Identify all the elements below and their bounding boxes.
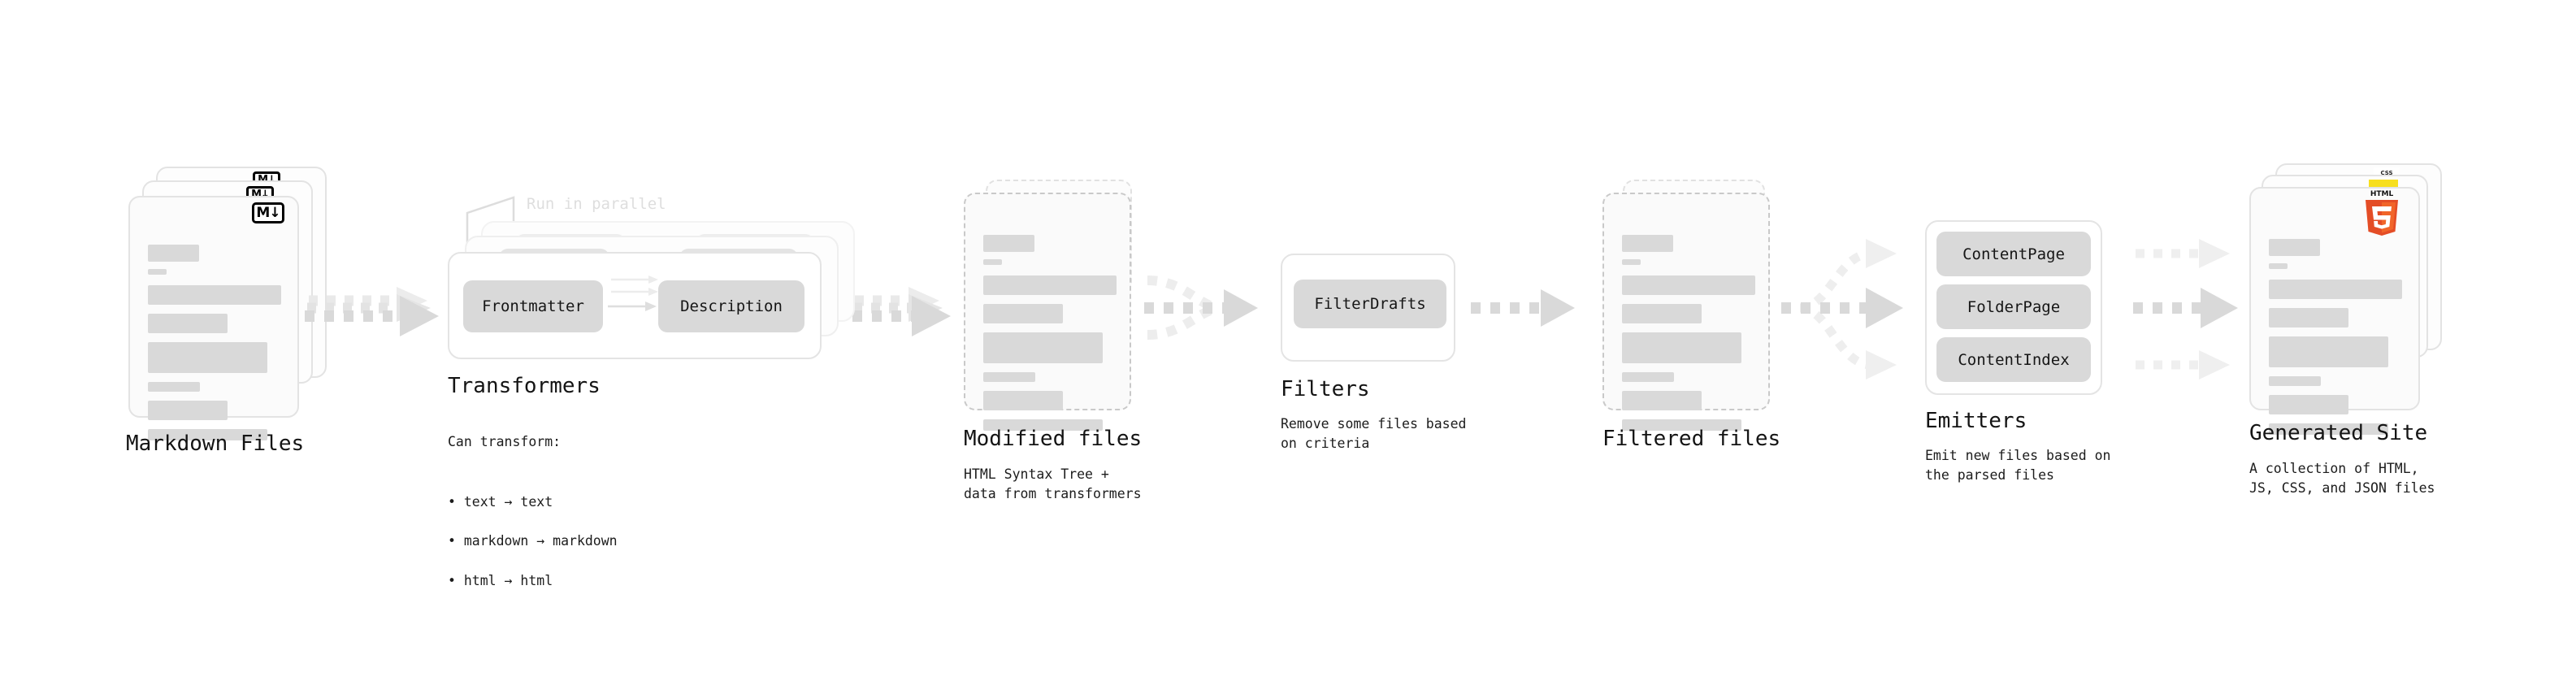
skeleton-bar — [983, 332, 1103, 363]
skeleton-bar — [2269, 239, 2320, 256]
arrow-emitters-to-site — [2133, 239, 2238, 380]
stage-caption-transformers: Can transform: • text → text • markdown … — [448, 413, 618, 631]
file-skeleton-bars — [2269, 239, 2402, 442]
transformer-chip-frontmatter[interactable]: Frontmatter — [463, 280, 603, 332]
arrow-filtered-to-emitters — [1781, 239, 1903, 380]
stage-title-filtered-files: Filtered files — [1602, 427, 1781, 451]
skeleton-bar — [1622, 304, 1702, 323]
skeleton-bar — [2269, 395, 2348, 414]
skeleton-bar — [983, 304, 1063, 323]
skeleton-bar — [983, 391, 1063, 410]
skeleton-bar — [148, 245, 199, 262]
skeleton-bar — [1622, 259, 1641, 265]
skeleton-bar — [1622, 332, 1741, 363]
run-in-parallel-label: Run in parallel — [527, 195, 666, 213]
stage-title-filters: Filters — [1281, 377, 1370, 401]
arrow-modified-to-filters — [1144, 275, 1258, 340]
stage-title-modified-files: Modified files — [964, 427, 1143, 451]
transformers-bullet-item: • text → text — [448, 493, 553, 510]
markdown-file-card-front — [128, 196, 299, 440]
skeleton-bar — [2269, 263, 2288, 269]
markdown-badge: M↓ — [252, 202, 284, 223]
arrow-filters-to-filtered — [1471, 289, 1575, 327]
skeleton-bar — [1622, 372, 1674, 382]
skeleton-bar — [148, 342, 267, 373]
transformer-chip-description[interactable]: Description — [658, 280, 804, 332]
emitter-chip-folderpage[interactable]: FolderPage — [1936, 284, 2091, 329]
emitter-chip-contentindex[interactable]: ContentIndex — [1936, 337, 2091, 382]
skeleton-bar — [1622, 419, 1741, 431]
skeleton-bar — [983, 259, 1002, 265]
skeleton-bar — [148, 314, 228, 333]
stage-caption-modified-files: HTML Syntax Tree + data from transformer… — [964, 466, 1142, 502]
emitter-chip-contentpage[interactable]: ContentPage — [1936, 232, 2091, 276]
stage-title-emitters: Emitters — [1925, 409, 2027, 433]
file-skeleton-bars — [983, 235, 1117, 438]
filtered-file-card-front — [1602, 193, 1770, 431]
file-skeleton-bars — [148, 245, 281, 448]
skeleton-bar — [148, 401, 228, 420]
stage-title-markdown-files: Markdown Files — [126, 432, 305, 456]
skeleton-bar — [983, 372, 1035, 382]
filter-chip-filterdrafts[interactable]: FilterDrafts — [1294, 280, 1446, 328]
skeleton-bar — [148, 382, 200, 392]
skeleton-bar — [148, 269, 167, 275]
skeleton-bar — [2269, 336, 2388, 367]
skeleton-bar — [983, 275, 1117, 295]
skeleton-bar — [983, 235, 1034, 252]
generated-site-card-front — [2249, 187, 2420, 435]
stage-caption-emitters: Emit new files based on the parsed files — [1925, 448, 2111, 484]
transformers-caption-lead: Can transform: — [448, 434, 562, 450]
skeleton-bar — [1622, 391, 1702, 410]
transformers-bullet-item: • markdown → markdown — [448, 533, 618, 549]
skeleton-bar — [2269, 376, 2321, 386]
skeleton-bar — [148, 429, 267, 440]
stage-caption-filters: Remove some files based on criteria — [1281, 416, 1467, 452]
skeleton-bar — [148, 285, 281, 305]
skeleton-bar — [1622, 275, 1755, 295]
modified-file-card-front — [964, 193, 1131, 431]
transformers-bullet-item: • html → html — [448, 573, 553, 589]
skeleton-bar — [2269, 308, 2348, 327]
skeleton-bar — [2269, 280, 2402, 299]
transformers-bullet-list: • text → text • markdown → markdown • ht… — [448, 472, 618, 611]
skeleton-bar — [2269, 423, 2388, 435]
stage-title-generated-site: Generated Site — [2249, 421, 2428, 445]
css-badge-label: CSS — [2380, 170, 2393, 176]
skeleton-bar — [1622, 235, 1673, 252]
stage-title-transformers: Transformers — [448, 374, 601, 398]
stage-caption-generated-site: A collection of HTML, JS, CSS, and JSON … — [2249, 461, 2435, 497]
skeleton-bar — [983, 419, 1103, 431]
file-skeleton-bars — [1622, 235, 1755, 438]
